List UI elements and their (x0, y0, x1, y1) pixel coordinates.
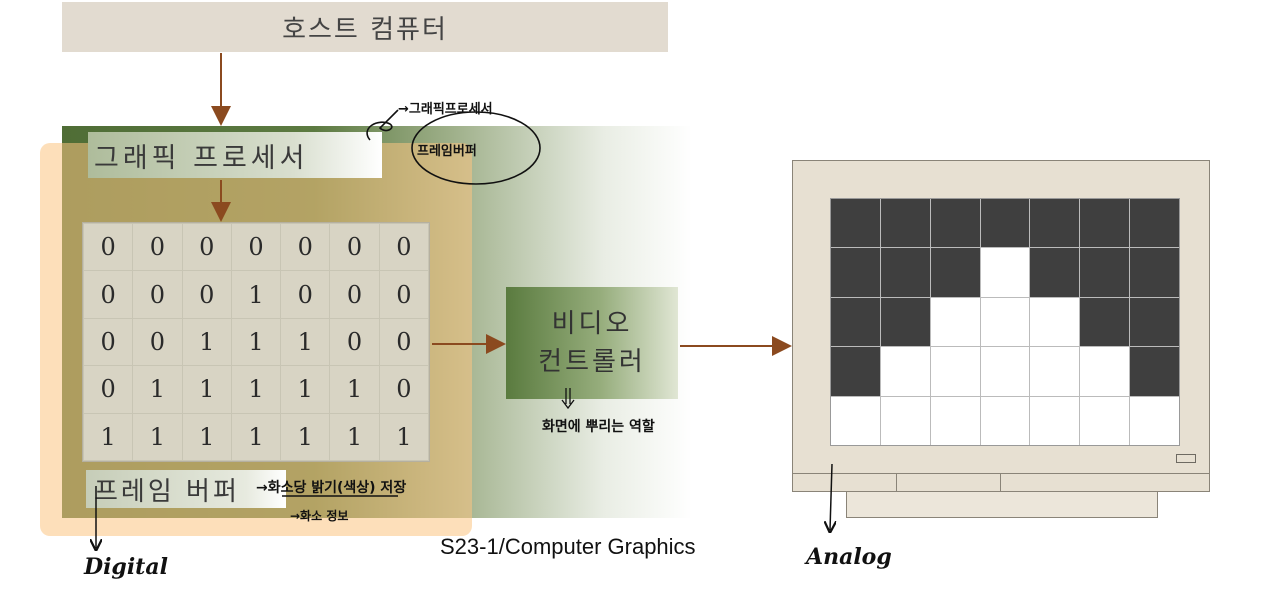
frame-buffer-cell: 1 (133, 413, 182, 460)
frame-buffer-cell: 0 (330, 224, 379, 271)
frame-buffer-cell: 1 (379, 413, 428, 460)
note-digital: Digital (84, 554, 168, 580)
frame-buffer-cell: 0 (231, 224, 281, 271)
note-frame-buffer: 프레임버퍼 (417, 144, 477, 159)
frame-buffer-cell: 0 (379, 366, 428, 413)
frame-buffer-cell: 0 (281, 224, 330, 271)
monitor-pixel (980, 396, 1030, 445)
hand-ellipse (411, 111, 541, 185)
monitor-pixel (930, 199, 980, 248)
monitor-pixel (1130, 347, 1179, 396)
frame-buffer-cell: 1 (330, 413, 379, 460)
monitor-power-button (1176, 454, 1196, 463)
host-computer-label: 호스트 컴퓨터 (282, 14, 448, 45)
frame-buffer-cell: 0 (182, 224, 231, 271)
slide-caption: S23-1/Computer Graphics (440, 534, 696, 559)
monitor-pixel (880, 396, 930, 445)
graphics-processor-box: 그래픽 프로세서 (88, 132, 382, 178)
hand-double-arrow-vc (561, 388, 575, 410)
frame-buffer-cell: 1 (281, 413, 330, 460)
video-controller-line1: 비디오 (551, 309, 633, 339)
frame-buffer-cell: 1 (133, 366, 182, 413)
frame-buffer-label: 프레임 버퍼 (94, 476, 240, 507)
frame-buffer-cell: 0 (133, 224, 182, 271)
monitor-pixel (831, 347, 880, 396)
monitor-pixel (880, 297, 930, 347)
frame-buffer-cell: 0 (84, 271, 133, 318)
monitor-pixel (1080, 297, 1130, 347)
monitor-pixel (1030, 297, 1080, 347)
note-pixel-info: →화소 정보 (290, 509, 349, 523)
frame-buffer-cell: 0 (84, 318, 133, 366)
video-controller-line2: 컨트롤러 (538, 347, 646, 377)
monitor-pixel (831, 297, 880, 347)
frame-buffer-cell: 0 (379, 318, 428, 366)
note-pixel-brightness: →화소당 밝기(색상) 저장 (256, 480, 407, 496)
monitor-pixel (1130, 248, 1179, 297)
monitor-base (846, 492, 1158, 518)
monitor-pixel (880, 347, 930, 396)
monitor-screen-grid (830, 198, 1180, 446)
monitor-pixel (880, 248, 930, 297)
hand-loop (366, 109, 399, 141)
monitor-pixel (930, 347, 980, 396)
hand-arrow-analog (830, 463, 832, 530)
frame-buffer-cell: 0 (379, 271, 428, 318)
frame-buffer-cell: 0 (133, 271, 182, 318)
monitor-pixel (831, 199, 880, 248)
frame-buffer-cell: 0 (133, 318, 182, 366)
monitor-pixel (831, 248, 880, 297)
frame-buffer-cell: 1 (231, 318, 281, 366)
monitor-pixel (1080, 396, 1130, 445)
monitor-pixel (1130, 396, 1179, 445)
monitor-pixel (1030, 347, 1080, 396)
frame-buffer-cell: 1 (231, 366, 281, 413)
monitor-pixel (1080, 347, 1130, 396)
monitor-pixel (1030, 199, 1080, 248)
frame-buffer-cell: 0 (182, 271, 231, 318)
monitor-pixel (930, 248, 980, 297)
frame-buffer-cell: 1 (182, 366, 231, 413)
frame-buffer-cell: 1 (231, 271, 281, 318)
frame-buffer-cell: 0 (379, 224, 428, 271)
graphics-processor-label: 그래픽 프로세서 (94, 142, 309, 174)
monitor-bar-segment (793, 474, 897, 491)
monitor-bar-segment (897, 474, 1001, 491)
monitor-pixel (1130, 199, 1179, 248)
frame-buffer-cell: 0 (330, 318, 379, 366)
monitor-pixel (831, 396, 880, 445)
frame-buffer-cell: 0 (84, 224, 133, 271)
frame-buffer-box: 프레임 버퍼 (86, 470, 286, 508)
note-analog: Analog (806, 544, 892, 570)
note-graphics-processor: →그래픽프로세서 (398, 102, 493, 117)
host-computer-box: 호스트 컴퓨터 (62, 2, 668, 52)
monitor-pixel (1080, 199, 1130, 248)
monitor-pixel (980, 199, 1030, 248)
frame-buffer-cell: 1 (281, 318, 330, 366)
monitor-pixel (1080, 248, 1130, 297)
frame-buffer-cell: 1 (182, 318, 231, 366)
monitor-pixel (980, 248, 1030, 297)
frame-buffer-cell: 1 (281, 366, 330, 413)
note-video-controller-role: 화면에 뿌리는 역할 (542, 419, 655, 435)
monitor-bottom-bar (792, 474, 1210, 492)
monitor-pixel (980, 297, 1030, 347)
frame-buffer-cell: 1 (182, 413, 231, 460)
frame-buffer-cell: 0 (84, 366, 133, 413)
frame-buffer-cell: 1 (84, 413, 133, 460)
monitor-pixel (1030, 396, 1080, 445)
monitor-pixel (980, 347, 1030, 396)
frame-buffer-cell: 1 (330, 366, 379, 413)
monitor-pixel (930, 396, 980, 445)
monitor-pixel (1030, 248, 1080, 297)
monitor-pixel (1130, 297, 1179, 347)
frame-buffer-cell: 0 (330, 271, 379, 318)
monitor-pixel (930, 297, 980, 347)
video-controller-box: 비디오 컨트롤러 (506, 287, 678, 399)
frame-buffer-cell: 1 (231, 413, 281, 460)
monitor-pixel (880, 199, 930, 248)
frame-buffer-cell: 0 (281, 271, 330, 318)
